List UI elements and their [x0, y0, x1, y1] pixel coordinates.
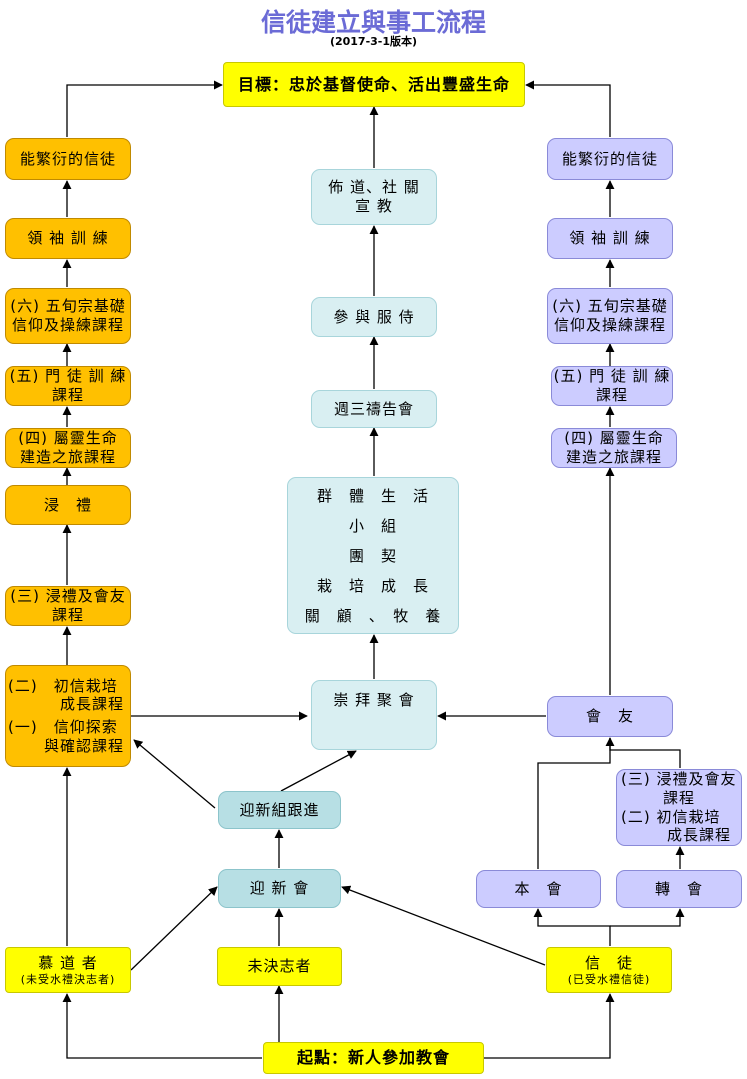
left-fruitful-believer: 能繁衍的信徒 [5, 138, 131, 180]
goal-box: 目標：忠於基督使命、活出豐盛生命 [223, 62, 525, 107]
center-worship: 崇 拜 聚 會 [311, 680, 437, 750]
left-two-line2: 成長課程 [59, 695, 124, 714]
left-course-three: (三) 浸禮及會友 課程 [5, 586, 131, 626]
seeker-label: 慕 道 者 [38, 953, 98, 972]
right-leader-training: 領 袖 訓 練 [547, 218, 673, 259]
arrow-right-to-goal [525, 80, 611, 137]
believer-note: (已受水禮信徒) [567, 972, 651, 986]
right-five-line2: 課程 [595, 386, 628, 404]
center-mission: 佈 道、社 關 宣 教 [311, 169, 437, 225]
arrow-believer-transfer [610, 908, 685, 927]
left-six-line1: (六) 五旬宗基礎 [10, 297, 126, 316]
start-box: 起點：新人參加教會 [263, 1042, 484, 1074]
seeker-box: 慕 道 者 (未受水禮決志者) [5, 947, 131, 993]
right-transfer: 轉 會 [616, 870, 742, 908]
arrow-left-to-goal [66, 80, 223, 137]
left-baptism: 浸 禮 [5, 485, 131, 525]
arrow-believer-welcome [341, 885, 546, 966]
seeker-note: (未受水禮決志者) [20, 972, 116, 986]
arrow-follow-worship [280, 750, 357, 792]
arrow-local-member [537, 737, 615, 869]
right-course-four: (四) 屬靈生命 建造之旅課程 [551, 428, 677, 468]
center-serve: 參 與 服 侍 [311, 297, 437, 337]
center-welcome-follow: 迎新組跟進 [218, 791, 341, 829]
arrow-three-member [609, 738, 681, 768]
believer-label: 信 徒 [584, 953, 633, 972]
right-course-three-two: (三) 浸禮及會友 課程 (二) 初信栽培 成長課程 [616, 769, 742, 846]
group-line5: 關 顧 、 牧 養 [304, 606, 442, 625]
right-six-line2: 信仰及操練課程 [553, 316, 666, 334]
right-five-line1: (五) 門 徒 訓 練 [553, 367, 671, 386]
center-welcome-meeting: 迎 新 會 [218, 869, 341, 908]
group-line1: 群 體 生 活 [316, 486, 429, 505]
right-three-line1: (三) 浸禮及會友 [621, 770, 737, 788]
left-course-four: (四) 屬靈生命 建造之旅課程 [5, 428, 131, 468]
right-four-line2: 建造之旅課程 [565, 448, 662, 466]
right-six-line1: (六) 五旬宗基礎 [552, 297, 668, 316]
group-line4: 栽 培 成 長 [316, 576, 429, 595]
arrow-seeker-welcome [130, 886, 218, 971]
right-fruitful-believer: 能繁衍的信徒 [547, 138, 673, 180]
group-line2: 小 組 [348, 516, 397, 535]
arrow-believer-local [533, 908, 611, 946]
left-five-line1: (五) 門 徒 訓 練 [9, 367, 127, 386]
right-course-five: (五) 門 徒 訓 練 課程 [551, 366, 673, 406]
center-prayer-meeting: 週三禱告會 [311, 390, 437, 428]
left-course-five: (五) 門 徒 訓 練 課程 [5, 366, 131, 406]
left-four-line2: 建造之旅課程 [19, 448, 116, 466]
group-line3: 團 契 [348, 546, 397, 565]
right-member: 會 友 [547, 696, 673, 737]
left-leader-training: 領 袖 訓 練 [5, 218, 131, 259]
right-two-line1: (二) 初信栽培 [621, 807, 721, 826]
left-one-line2: 與確認課程 [43, 736, 124, 755]
undecided-box: 未決志者 [217, 947, 342, 986]
left-three-line2: 課程 [51, 606, 84, 624]
arrow-start-seeker [62, 993, 262, 1059]
left-two-line1: (二) 初信栽培 [8, 676, 118, 695]
right-course-six: (六) 五旬宗基礎 信仰及操練課程 [547, 288, 673, 344]
left-four-line1: (四) 屬靈生命 [18, 429, 118, 448]
diagram-title: 信徒建立與事工流程 [260, 8, 486, 37]
believer-box: 信 徒 (已受水禮信徒) [546, 947, 672, 993]
left-three-line1: (三) 浸禮及會友 [10, 587, 126, 606]
left-five-line2: 課程 [51, 386, 84, 404]
center-group-life: 群 體 生 活 小 組 團 契 栽 培 成 長 關 顧 、 牧 養 [287, 477, 459, 634]
left-six-line2: 信仰及操練課程 [11, 316, 124, 334]
right-two-line2: 成長課程 [666, 826, 731, 845]
right-four-line1: (四) 屬靈生命 [564, 429, 664, 448]
center-mission-line1: 佈 道、社 關 [328, 178, 420, 197]
arrow-start-believer [484, 993, 615, 1059]
left-one-line1: (一) 信仰探索 [8, 718, 118, 736]
diagram-subtitle: (2017-3-1版本) [329, 35, 418, 48]
right-local-church: 本 會 [476, 870, 601, 908]
arrow-follow-left [133, 739, 216, 809]
right-three-line2: 課程 [662, 788, 695, 807]
center-mission-line2: 宣 教 [355, 197, 393, 215]
left-course-two-one: (二) 初信栽培 成長課程 (一) 信仰探索 與確認課程 [5, 665, 131, 767]
left-course-six: (六) 五旬宗基礎 信仰及操練課程 [5, 288, 131, 344]
